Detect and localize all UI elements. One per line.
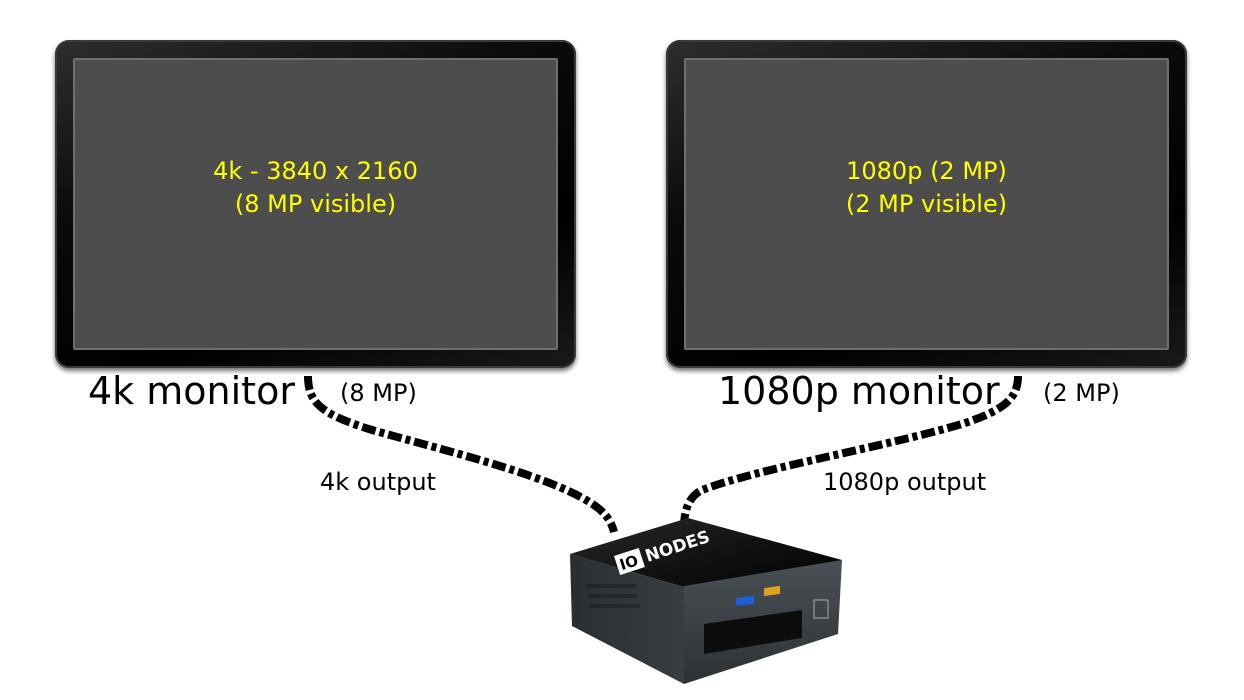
monitor-1080p-screen: 1080p (2 MP) (2 MP visible) [684, 58, 1169, 350]
monitor-4k-mp-label: (8 MP) [340, 379, 417, 407]
monitor-1080p: 1080p (2 MP) (2 MP visible) [666, 40, 1187, 368]
front-port-panel [704, 610, 802, 654]
usb-port-blue-icon [736, 595, 754, 607]
monitor-4k-label: 4k monitor [88, 369, 295, 413]
monitor-1080p-visible-mp: (2 MP visible) [845, 190, 1008, 218]
power-button-icon [813, 599, 829, 619]
monitor-1080p-resolution: 1080p (2 MP) [846, 157, 1007, 185]
monitor-4k-visible-mp: (8 MP visible) [234, 190, 397, 218]
vent-icon [586, 584, 640, 608]
output-4k-label: 4k output [320, 468, 436, 496]
monitor-4k: 4k - 3840 x 2160 (8 MP visible) [55, 40, 576, 368]
mini-pc: IO NODES [570, 518, 842, 684]
output-1080p-label: 1080p output [823, 468, 987, 496]
monitor-1080p-label: 1080p monitor [718, 369, 1000, 413]
monitor-1080p-mp-label: (2 MP) [1043, 379, 1120, 407]
svg-text:IO: IO [617, 551, 640, 574]
monitor-4k-screen: 4k - 3840 x 2160 (8 MP visible) [73, 58, 558, 350]
usb-port-yellow-icon [764, 585, 780, 597]
monitor-4k-resolution: 4k - 3840 x 2160 [213, 157, 418, 185]
cable-1080p [680, 375, 1022, 529]
cable-4k [304, 375, 618, 534]
